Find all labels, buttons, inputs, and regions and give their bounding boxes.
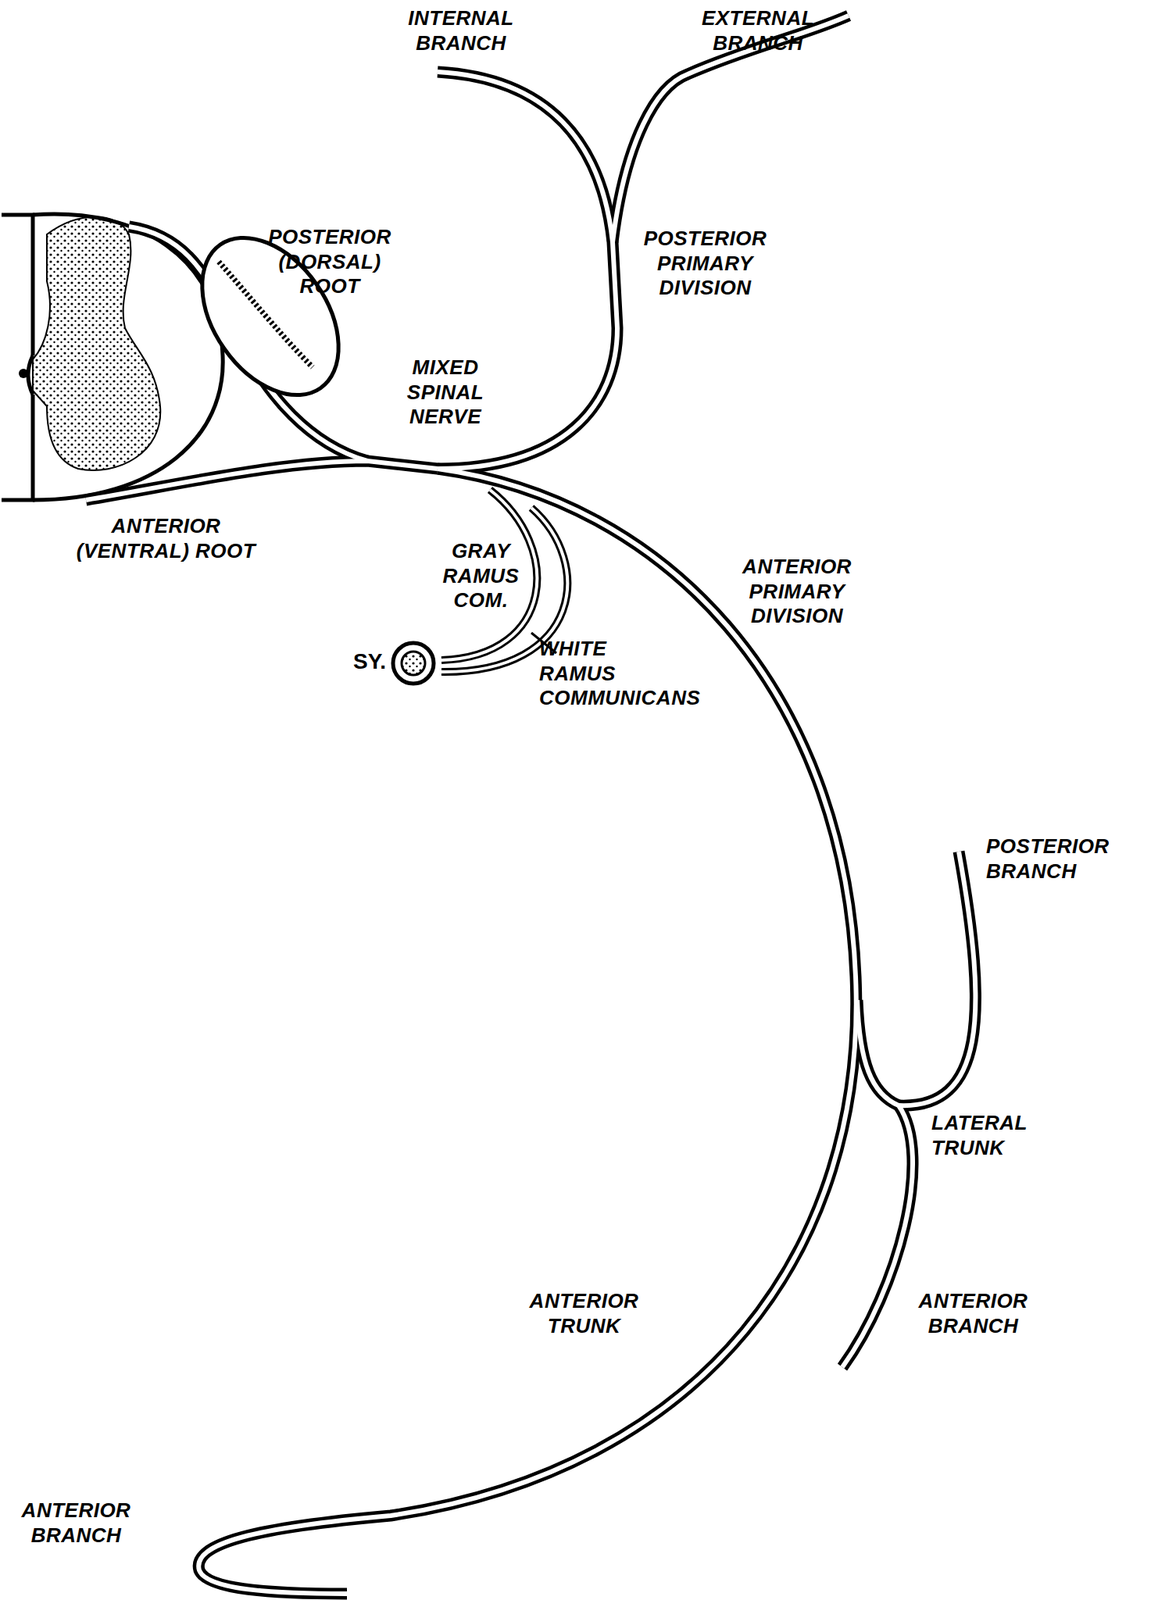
part-label: ANTERIOR BRANCH: [897, 1289, 1050, 1339]
ganglion-shading: [218, 261, 313, 368]
part-label: POSTERIOR BRANCH: [986, 834, 1139, 884]
part-label: ANTERIOR BRANCH: [0, 1498, 153, 1548]
part-label: POSTERIOR (DORSAL) ROOT: [251, 225, 408, 300]
part-label: GRAY RAMUS COM.: [428, 539, 534, 614]
central-canal: [18, 368, 29, 379]
node-label: SY.: [353, 649, 387, 675]
part-label: ANTERIOR PRIMARY DIVISION: [726, 554, 868, 630]
part-label: INTERNAL BRANCH: [390, 6, 532, 56]
nerve-outlines: [85, 15, 976, 1595]
part-label: ANTERIOR (VENTRAL) ROOT: [74, 514, 258, 564]
ganglion-circle: [390, 640, 437, 687]
part-label: POSTERIOR PRIMARY DIVISION: [625, 226, 786, 301]
part-label: LATERAL TRUNK: [931, 1111, 1057, 1161]
sympathetic-ganglion: SY.: [390, 640, 437, 687]
part-label: MIXED SPINAL NERVE: [390, 355, 501, 430]
part-label: WHITE RAMUS COMMUNICANS: [539, 636, 657, 712]
part-label: ANTERIOR TRUNK: [511, 1289, 657, 1339]
part-label: EXTERNAL BRANCH: [687, 6, 829, 56]
